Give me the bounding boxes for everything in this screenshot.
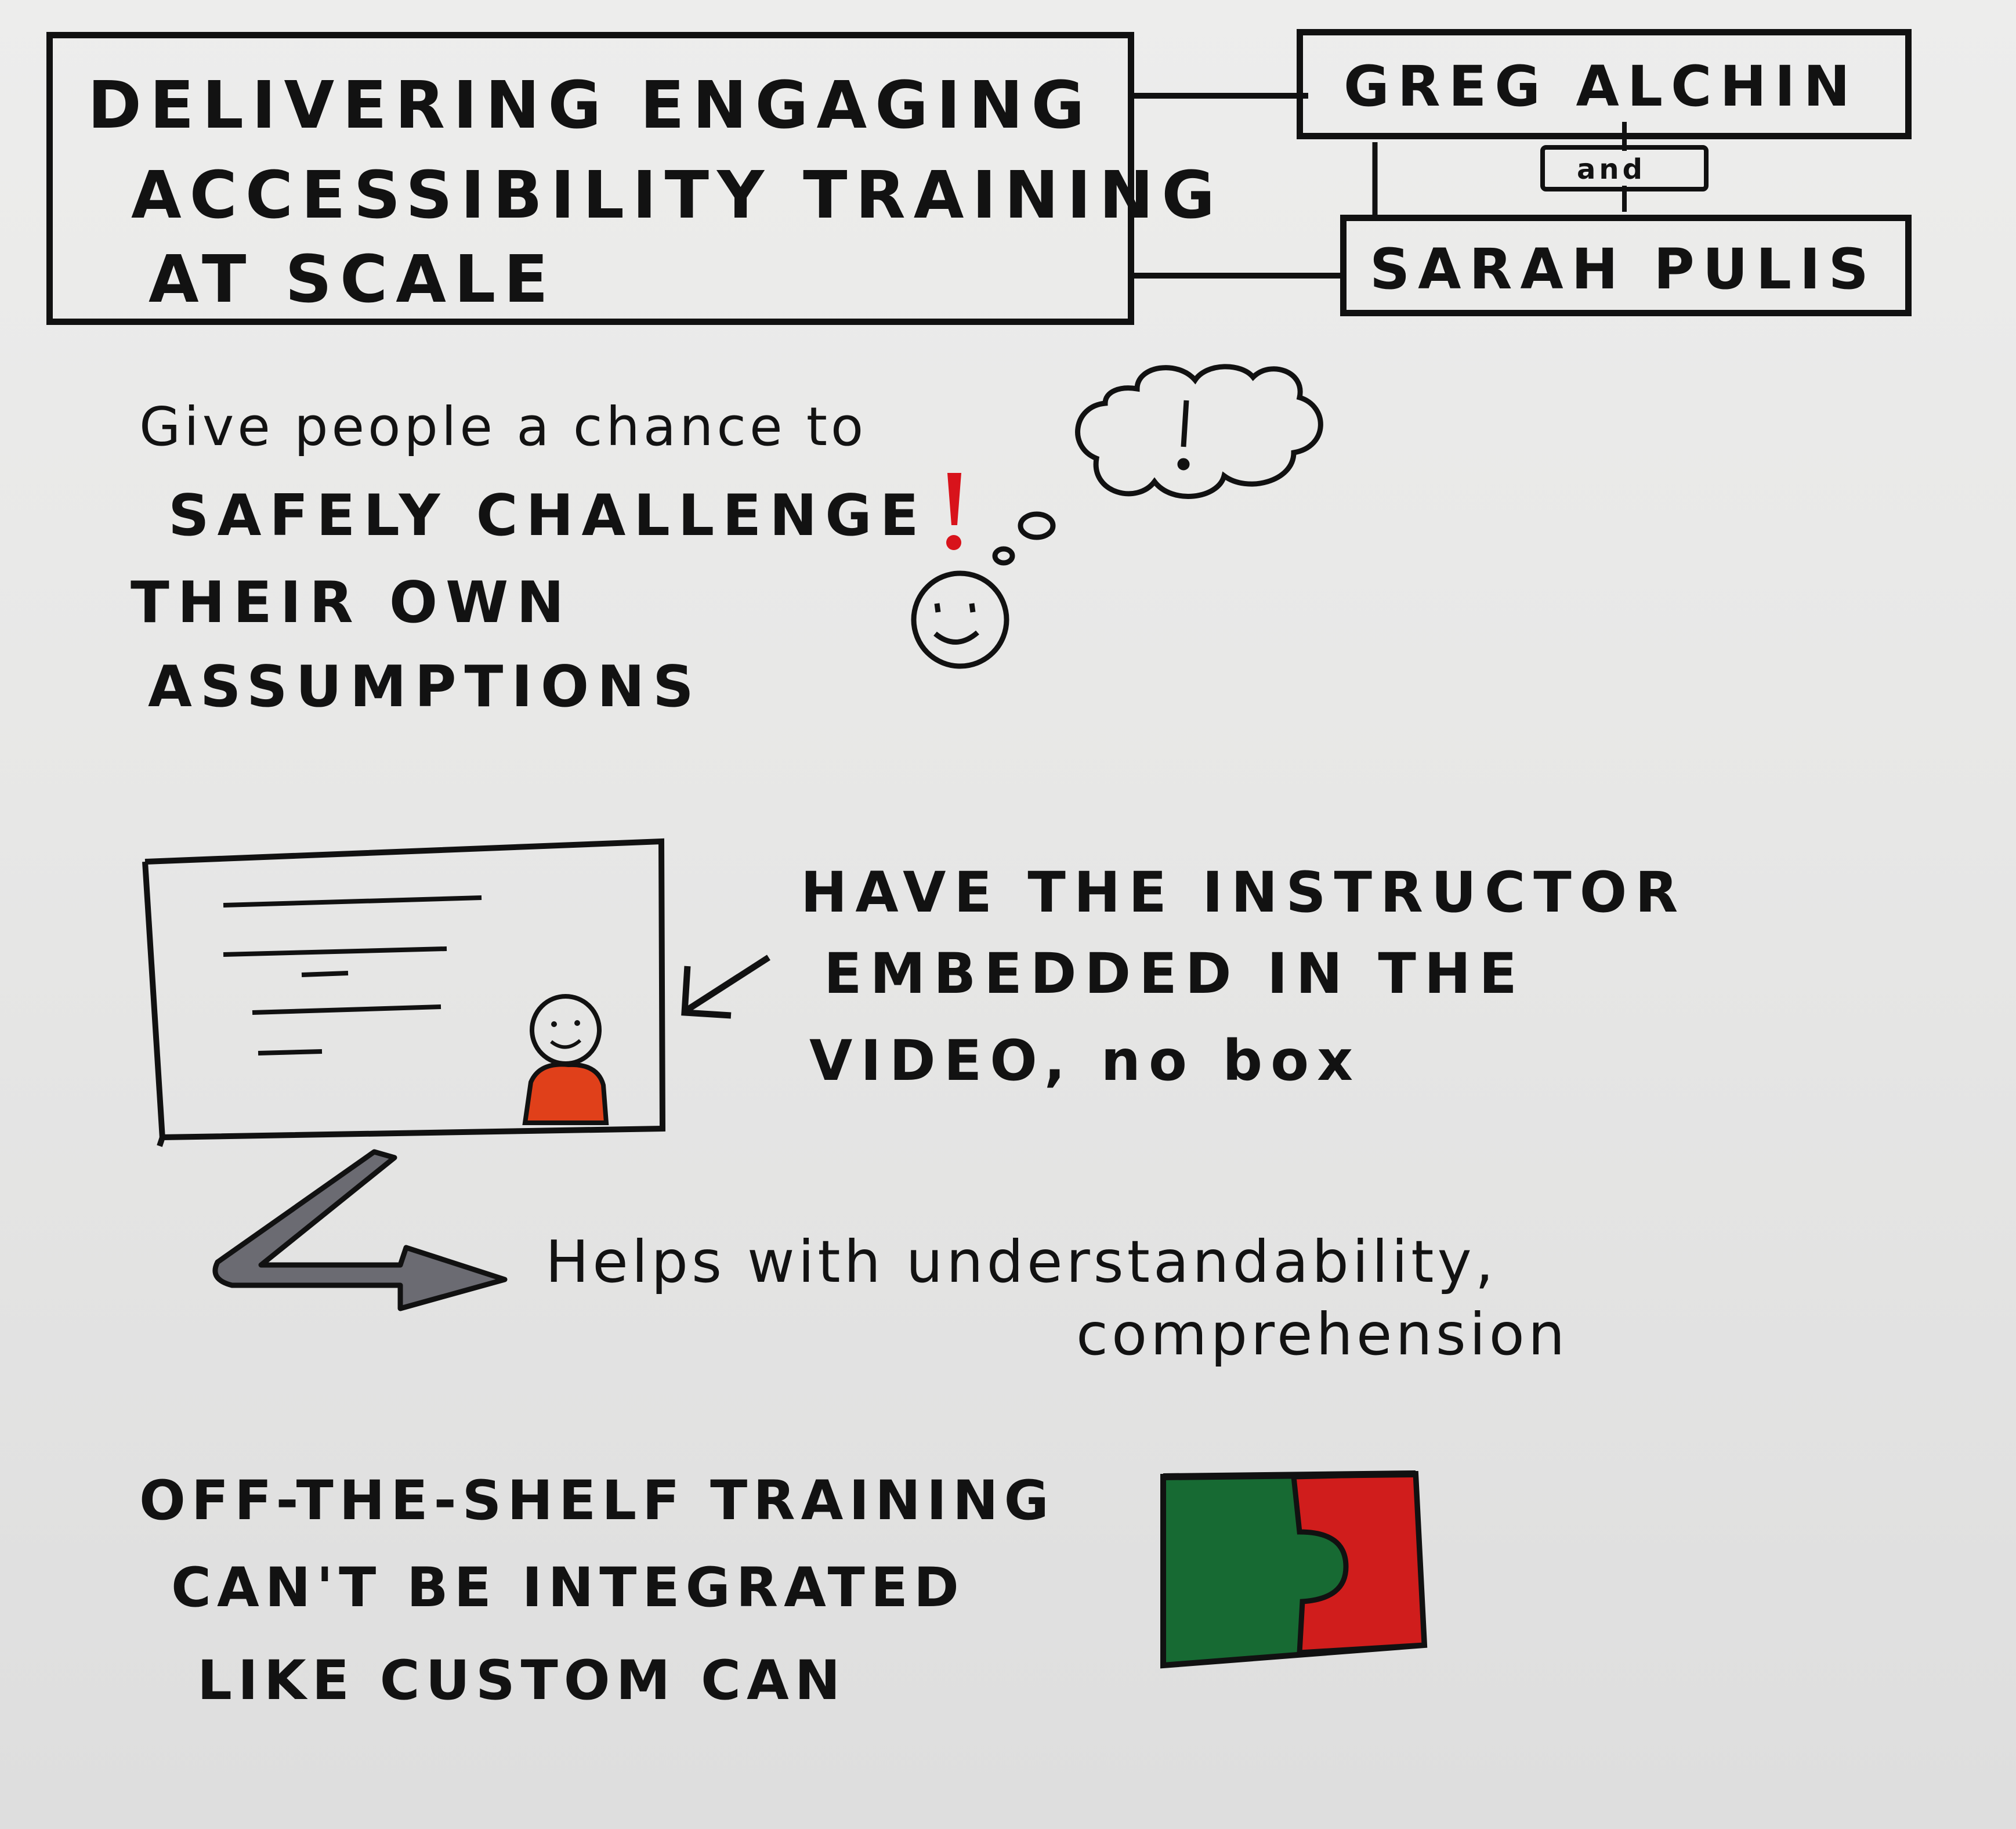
- pointer-arrow-icon: [681, 955, 770, 1019]
- speaker-box-sarah: SARAH PULIS: [1340, 215, 1912, 316]
- assumptions-line-1: Give people a chance to: [139, 396, 867, 458]
- thought-cloud-icon: [992, 364, 1323, 566]
- offshelf-line-2: CAN'T BE INTEGRATED: [171, 1556, 965, 1620]
- title-box: DELIVERING ENGAGING ACCESSIBILITY TRAINI…: [46, 32, 1215, 325]
- assumptions-line-2: SAFELY CHALLENGE: [168, 483, 927, 549]
- instructor-line-3: VIDEO, no box: [809, 1028, 1361, 1093]
- joiner-label: and: [1577, 153, 1646, 186]
- puzzle-icon: [1160, 1470, 1428, 1669]
- instructor-line-1: HAVE THE INSTRUCTOR: [801, 860, 1686, 925]
- title-line-2: ACCESSIBILITY TRAINING: [131, 158, 1224, 233]
- bent-arrow-icon: [212, 1149, 508, 1311]
- assumptions-line-3: THEIR OWN: [131, 570, 573, 636]
- assumptions-line-4: ASSUMPTIONS: [148, 654, 702, 720]
- speaker-box-greg: GREG ALCHIN: [1297, 29, 1912, 139]
- joiner-box: and: [1540, 145, 1709, 191]
- helps-line-1: Helps with understandability,: [545, 1228, 1497, 1296]
- speaker-first: GREG ALCHIN: [1344, 54, 1858, 119]
- smiley-face-icon: [911, 570, 1009, 669]
- instructor-line-2: EMBEDDED IN THE: [824, 941, 1525, 1006]
- title-line-3: AT SCALE: [149, 242, 556, 317]
- offshelf-line-1: OFF-THE-SHELF TRAINING: [139, 1469, 1055, 1532]
- offshelf-line-3: LIKE CUSTOM CAN: [197, 1649, 846, 1712]
- speaker-second: SARAH PULIS: [1370, 237, 1877, 302]
- video-screen-icon: [142, 838, 666, 1147]
- helps-line-2: comprehension: [1076, 1300, 1569, 1368]
- title-line-1: DELIVERING ENGAGING: [88, 68, 1093, 143]
- instructor-icon: [522, 994, 609, 1125]
- exclaim-icon: [946, 473, 961, 550]
